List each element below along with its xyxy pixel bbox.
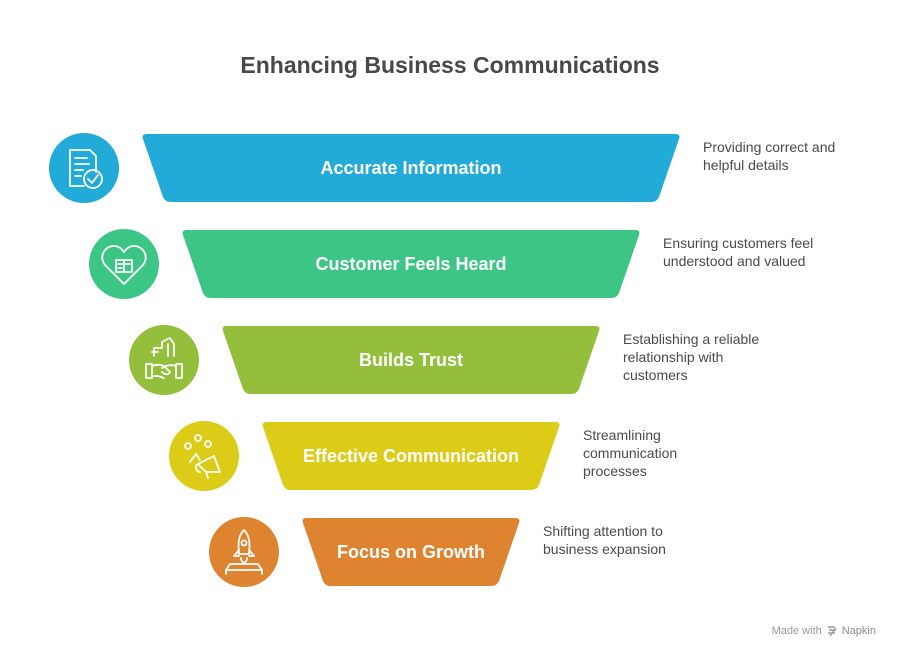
funnel-band: [302, 518, 520, 586]
description-line: Shifting attention to: [543, 523, 663, 539]
stage-description: Ensuring customers feel understood and va…: [663, 234, 813, 270]
description-line: helpful details: [703, 157, 789, 173]
made-with-label: Made with: [771, 625, 822, 637]
rocket-launch-icon: [225, 529, 263, 575]
description-line: communication: [583, 445, 678, 461]
heart-book-icon: [101, 245, 147, 285]
stage-label: Effective Communication: [303, 446, 519, 466]
description-line: Establishing a reliable: [623, 331, 760, 347]
stage-description: Providing correct and helpful details: [703, 138, 835, 174]
description-line: Ensuring customers feel: [663, 235, 814, 251]
icon-circle: [129, 325, 199, 395]
icon-circle: [49, 133, 119, 203]
stage-label: Builds Trust: [359, 350, 463, 370]
megaphone-people-icon: [184, 434, 221, 479]
funnel-stage: Focus on Growth: [209, 517, 520, 587]
stage-label: Customer Feels Heard: [315, 254, 506, 274]
description-line: business expansion: [543, 541, 666, 557]
stage-description: Establishing a reliable relationship with…: [623, 330, 759, 384]
description-line: Providing correct and: [703, 139, 836, 155]
description-line: processes: [583, 463, 647, 479]
napkin-logo-icon: [827, 626, 837, 637]
funnel-band: [262, 422, 560, 490]
description-line: relationship with: [623, 349, 724, 365]
funnel-band: [142, 134, 680, 202]
napkin-brand-label: Napkin: [841, 625, 876, 637]
funnel-stage: Effective Communication: [169, 421, 560, 491]
icon-circle: [169, 421, 239, 491]
stage-label: Focus on Growth: [337, 542, 485, 562]
funnel-stage: Builds Trust: [129, 325, 600, 395]
handshake-buildings-icon: [145, 337, 183, 379]
funnel-band: [182, 230, 640, 298]
stage-description: Shifting attention to business expansion: [543, 522, 666, 558]
funnel-stage: Accurate Information: [49, 133, 680, 203]
napkin-watermark: Made with Napkin: [772, 625, 876, 637]
description-line: Streamlining: [583, 427, 661, 443]
diagram-title: Enhancing Business Communications: [240, 52, 660, 78]
description-line: understood and valued: [663, 253, 806, 269]
document-check-icon: [69, 149, 103, 189]
stage-description: Streamlining communication processes: [583, 426, 677, 480]
description-line: customers: [623, 367, 688, 383]
icon-circle: [209, 517, 279, 587]
stage-label: Accurate Information: [320, 158, 501, 178]
funnel-band: [222, 326, 600, 394]
funnel-stage: Customer Feels Heard: [89, 229, 640, 299]
